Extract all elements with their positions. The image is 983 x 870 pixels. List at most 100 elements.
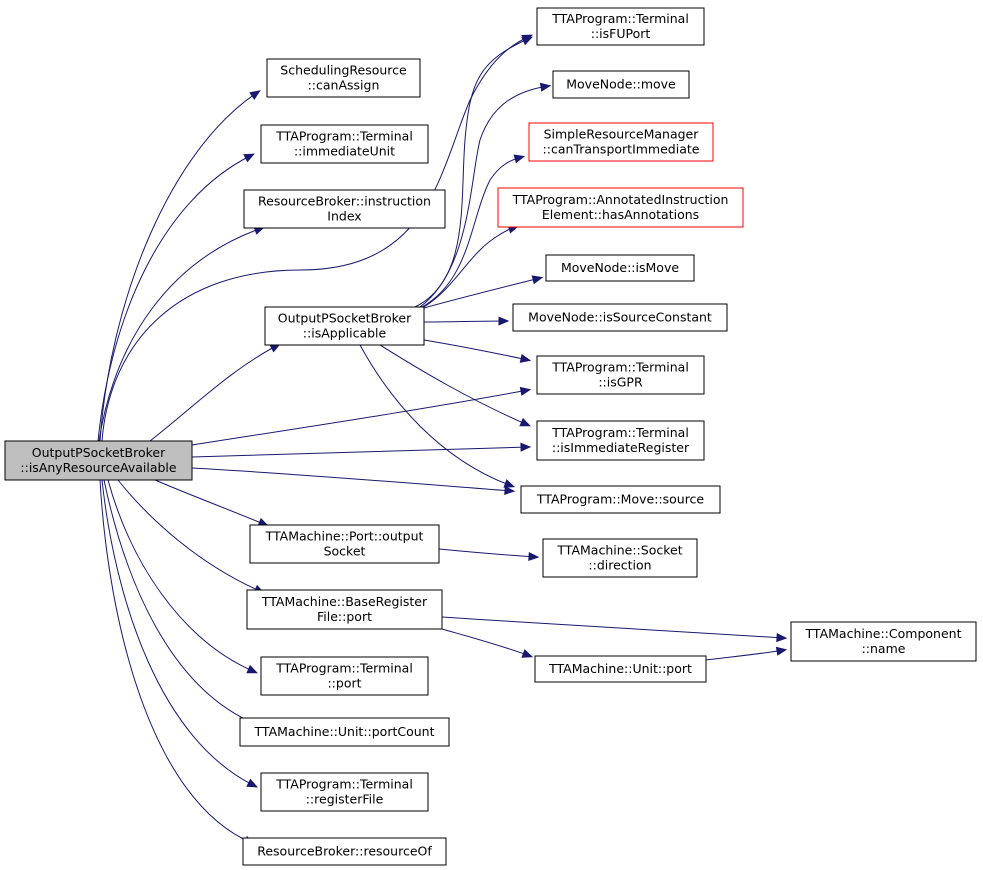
arrowhead	[246, 664, 259, 674]
node-label-line: ResourceBroker::instruction	[258, 194, 431, 209]
node-sched[interactable]: SchedulingResource::canAssign	[266, 58, 421, 98]
node-srm[interactable]: SimpleResourceManager::canTransportImmed…	[528, 122, 714, 162]
edge-line	[191, 389, 529, 446]
edge-line	[101, 479, 256, 787]
node-box	[242, 837, 447, 866]
node-ismove[interactable]: MoveNode::isMove	[545, 254, 695, 282]
node-label-line: Element::hasAnnotations	[542, 207, 699, 222]
node-compname[interactable]: TTAMachine::Component::name	[790, 621, 977, 662]
arrowhead	[521, 36, 534, 46]
node-box	[542, 538, 698, 578]
edge-line	[423, 339, 529, 361]
edge-line	[414, 37, 531, 308]
node-label-line: ::name	[862, 641, 906, 656]
node-root[interactable]: OutputPSocketBroker::isAnyResourceAvaila…	[4, 440, 193, 481]
edge-line	[441, 628, 531, 657]
node-issrcconst[interactable]: MoveNode::isSourceConstant	[512, 303, 728, 332]
node-label-line: TTAMachine::Unit::portCount	[254, 724, 435, 739]
node-label-line: TTAProgram::Terminal	[551, 360, 689, 375]
edge-isapp-to-isfuport	[414, 36, 534, 308]
edge-line	[438, 548, 537, 558]
node-isimmreg[interactable]: TTAProgram::Terminal::isImmediateRegiste…	[536, 420, 705, 461]
edge-isapp-to-isimmreg	[379, 344, 532, 427]
node-label-line: Socket	[324, 544, 366, 559]
edge-line	[421, 156, 523, 308]
edge-line	[423, 226, 517, 308]
node-box	[239, 717, 450, 747]
node-label-line: TTAMachine::Component	[805, 626, 962, 641]
node-isgpr[interactable]: TTAProgram::Terminal::isGPR	[536, 355, 705, 395]
edge-root-to-isgpr	[191, 386, 532, 446]
edge-root-to-sched	[99, 90, 261, 442]
node-box	[260, 124, 429, 164]
node-box	[536, 420, 705, 461]
node-label-line: File::port	[317, 609, 372, 624]
edge-root-to-brfport	[117, 479, 266, 594]
node-box	[534, 655, 707, 683]
node-resof[interactable]: ResourceBroker::resourceOf	[242, 837, 447, 866]
edge-line	[101, 35, 531, 442]
arrowhead	[513, 154, 526, 164]
nodes-layer: OutputPSocketBroker::isAnyResourceAvaila…	[4, 7, 977, 866]
node-mnmove[interactable]: MoveNode::move	[552, 70, 690, 99]
node-box	[4, 440, 193, 481]
node-box	[536, 7, 705, 46]
arrowhead	[498, 316, 510, 326]
edge-line	[441, 616, 785, 639]
edge-line	[149, 344, 279, 442]
arrowhead	[776, 633, 788, 643]
arrowhead	[504, 485, 516, 495]
node-label-line: TTAMachine::Socket	[556, 543, 682, 558]
node-label-line: ::isImmediateRegister	[552, 440, 690, 455]
node-label-line: ResourceBroker::resourceOf	[257, 844, 432, 859]
arrowhead	[775, 646, 788, 656]
node-box	[266, 58, 421, 98]
node-portcount[interactable]: TTAMachine::Unit::portCount	[239, 717, 450, 747]
node-label-line: ::canTransportImmediate	[543, 142, 700, 157]
edge-line	[103, 479, 259, 726]
node-label-line: TTAProgram::Terminal	[551, 425, 689, 440]
edge-line	[97, 154, 253, 442]
edge-root-to-immunit	[97, 153, 255, 442]
edge-root-to-isapp	[149, 343, 281, 442]
node-box	[264, 306, 425, 346]
node-annot[interactable]: TTAProgram::AnnotatedInstructionElement:…	[497, 187, 744, 228]
arrowhead	[539, 82, 552, 92]
node-label-line: TTAMachine::Port::output	[265, 529, 424, 544]
edge-root-to-source	[191, 467, 516, 495]
node-regfile[interactable]: TTAProgram::Terminal::registerFile	[260, 772, 429, 812]
node-label-line: TTAProgram::AnnotatedInstruction	[512, 192, 729, 207]
node-label-line: MoveNode::isSourceConstant	[528, 310, 712, 325]
node-label-line: ::registerFile	[306, 792, 384, 807]
node-label-line: OutputPSocketBroker	[32, 445, 166, 460]
node-box	[536, 355, 705, 395]
node-immunit[interactable]: TTAProgram::Terminal::immediateUnit	[260, 124, 429, 164]
edge-line	[423, 320, 507, 323]
node-unitport[interactable]: TTAMachine::Unit::port	[534, 655, 707, 683]
arrowhead	[528, 551, 540, 562]
node-box	[243, 189, 446, 229]
edge-root-to-resof	[99, 479, 256, 845]
edge-root-to-instridx	[98, 226, 266, 442]
node-isapp[interactable]: OutputPSocketBroker::isApplicable	[264, 306, 425, 346]
node-label-line: SchedulingResource	[280, 63, 407, 78]
node-label-line: Index	[327, 209, 361, 224]
node-isfuport[interactable]: TTAProgram::Terminal::isFUPort	[536, 7, 705, 46]
node-label-line: TTAProgram::Terminal	[275, 129, 413, 144]
node-sockdir[interactable]: TTAMachine::Socket::direction	[542, 538, 698, 578]
node-box	[545, 254, 695, 282]
edge-isapp-to-isgpr	[423, 339, 532, 363]
arrowhead	[519, 386, 532, 396]
node-termport[interactable]: TTAProgram::Terminal::port	[260, 656, 429, 696]
edge-line	[98, 227, 263, 442]
node-label-line: OutputPSocketBroker	[278, 311, 412, 326]
arrowhead	[520, 442, 532, 452]
node-source[interactable]: TTAProgram::Move::source	[520, 485, 721, 514]
node-label-line: SimpleResourceManager	[544, 127, 700, 142]
node-label-line: ::isApplicable	[303, 326, 387, 341]
node-box	[260, 772, 429, 812]
